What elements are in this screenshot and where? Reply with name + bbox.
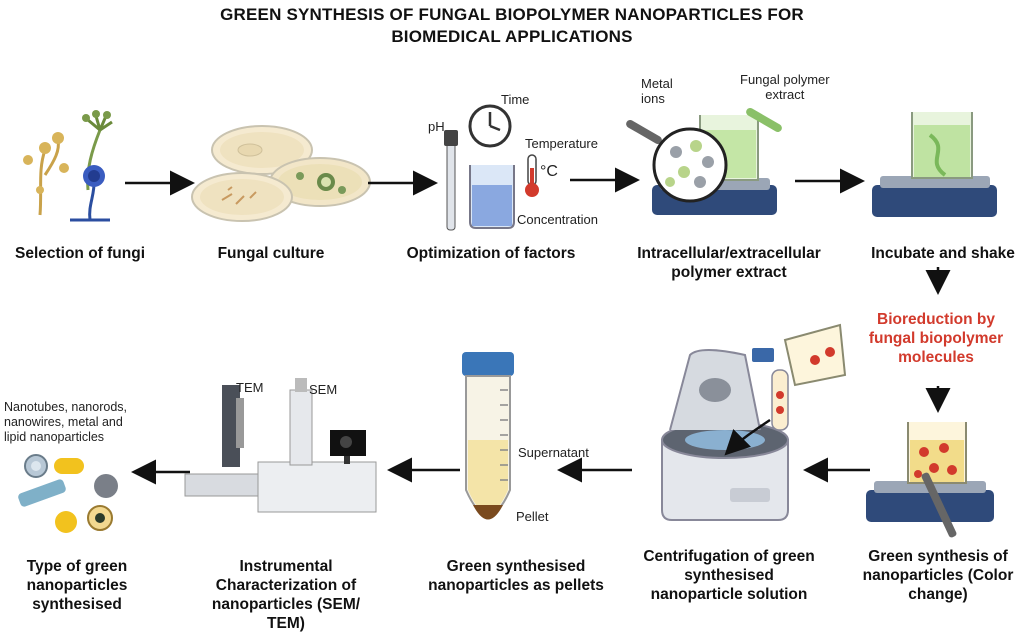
title-line-1: GREEN SYNTHESIS OF FUNGAL BIOPOLYMER NAN… [220, 5, 804, 24]
caption-characterization: Instrumental Characterization of nanopar… [194, 557, 378, 633]
optimization-illustration [444, 104, 539, 231]
caption-extract-line-2: polymer extract [671, 264, 787, 281]
caption-bioreduction-line-1: Bioreduction by [877, 311, 995, 328]
label-nanoparticle-types-line-1: Nanotubes, nanorods, [4, 400, 128, 414]
label-metal-ions-line-1: Metal [641, 76, 673, 91]
caption-selection: Selection of fungi [14, 245, 146, 262]
caption-centrifugation-line-2: synthesised [684, 567, 774, 584]
caption-types-line-2: nanoparticles [26, 577, 128, 594]
caption-culture: Fungal culture [217, 245, 325, 262]
label-metal-ions-line-2: ions [641, 91, 665, 106]
caption-characterization-line-2: Characterization of [215, 577, 357, 594]
microscopes-illustration [184, 378, 377, 513]
label-fungal-extract-line-1: Fungal polymer [740, 72, 830, 87]
centrifuge-illustration [661, 323, 847, 521]
caption-extract-line-1: Intracellular/extracellular [637, 245, 821, 262]
caption-synthesis: Green synthesis of nanoparticles (Color … [852, 547, 1024, 604]
falcon-tube-illustration [462, 352, 514, 520]
label-metal-ions: Metal ions [641, 76, 673, 106]
caption-bioreduction-line-3: molecules [898, 349, 974, 366]
caption-types: Type of green nanoparticles synthesised [4, 557, 150, 614]
caption-centrifugation-line-1: Centrifugation of green [643, 548, 815, 565]
caption-pellets-line-2: nanoparticles as pellets [428, 577, 604, 594]
label-fungal-extract-line-2: extract [765, 87, 805, 102]
caption-characterization-line-1: Instrumental [239, 558, 333, 575]
fungi-illustration [23, 110, 113, 222]
label-tem: TEM [236, 380, 264, 395]
label-ph: pH [428, 119, 445, 134]
flow-arrows [125, 167, 951, 485]
caption-synthesis-line-2: nanoparticles (Color [862, 567, 1014, 584]
label-nanoparticle-types-line-3: lipid nanoparticles [4, 430, 105, 444]
label-nanoparticle-types-line-2: nanowires, metal and [4, 415, 123, 429]
color-change-illustration [866, 422, 994, 538]
label-supernatant: Supernatant [518, 445, 589, 460]
incubator-illustration [872, 112, 997, 217]
caption-types-line-1: Type of green [26, 558, 128, 575]
label-celsius: °C [540, 163, 558, 180]
caption-optimization: Optimization of factors [406, 245, 576, 262]
caption-bioreduction-line-2: fungal biopolymer [868, 330, 1004, 347]
label-nanoparticle-types: Nanotubes, nanorods, nanowires, metal an… [4, 400, 127, 445]
nanoparticles-illustration [18, 454, 118, 533]
extract-illustration [626, 108, 782, 215]
caption-pellets: Green synthesised nanoparticles as pelle… [410, 557, 622, 595]
caption-types-line-3: synthesised [32, 596, 122, 613]
label-concentration: Concentration [517, 212, 598, 227]
caption-centrifugation: Centrifugation of green synthesised nano… [626, 547, 832, 604]
label-sem: SEM [309, 382, 338, 397]
caption-synthesis-line-3: change) [908, 586, 968, 603]
caption-bioreduction: Bioreduction by fungal biopolymer molecu… [848, 310, 1024, 367]
caption-synthesis-line-1: Green synthesis of [868, 548, 1008, 565]
petri-dishes [191, 125, 371, 222]
diagram-title: GREEN SYNTHESIS OF FUNGAL BIOPOLYMER NAN… [0, 4, 1024, 48]
caption-characterization-line-3: nanoparticles (SEM/ [211, 596, 361, 613]
label-temperature: Temperature [525, 136, 598, 151]
label-pellet: Pellet [516, 509, 549, 524]
title-line-2: BIOMEDICAL APPLICATIONS [391, 27, 633, 46]
label-fungal-extract: Fungal polymer extract [740, 72, 830, 102]
caption-extract: Intracellular/extracellular polymer extr… [620, 244, 838, 282]
label-time: Time [501, 92, 530, 107]
caption-pellets-line-1: Green synthesised [446, 558, 586, 575]
caption-incubate: Incubate and shake [871, 245, 1015, 262]
caption-centrifugation-line-3: nanoparticle solution [650, 586, 808, 603]
caption-characterization-line-4: TEM) [267, 615, 305, 632]
